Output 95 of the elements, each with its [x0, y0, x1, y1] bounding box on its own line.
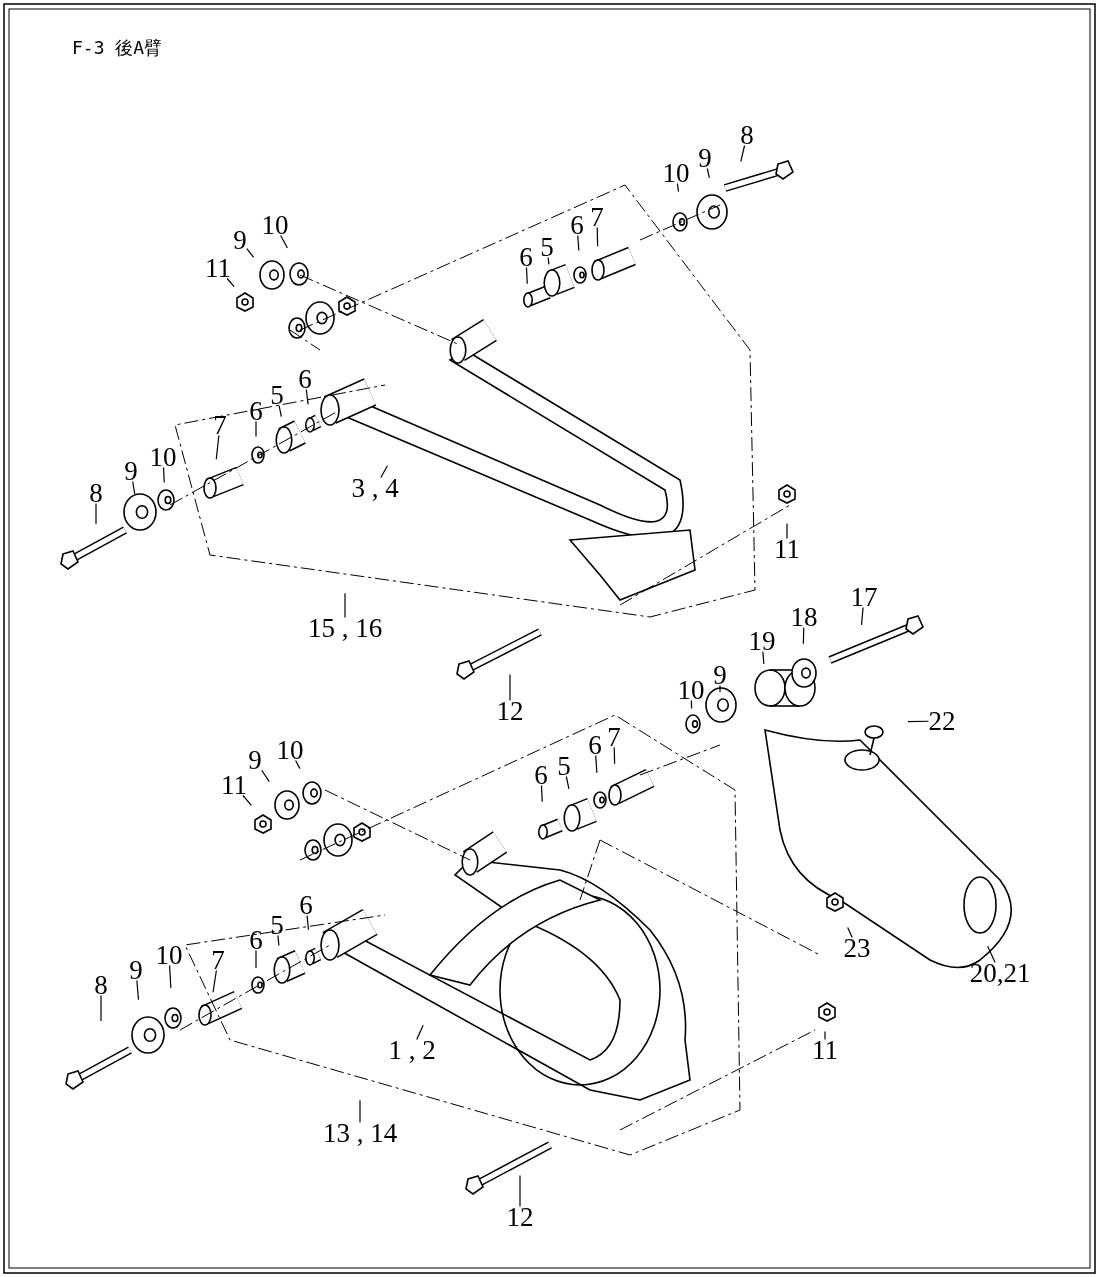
leader-line	[706, 167, 710, 179]
callout-number: 12	[496, 697, 524, 725]
callout-number: 6	[298, 365, 312, 393]
page-title: F-3 後A臂	[72, 36, 163, 60]
leader-line	[277, 934, 280, 947]
leader-line	[246, 248, 255, 258]
leader-line	[416, 1024, 424, 1041]
callout-number: 7	[213, 411, 227, 439]
callout-number: 6	[588, 731, 602, 759]
leader-line	[278, 404, 282, 418]
callout-number: 11	[774, 535, 800, 563]
leader-line	[306, 914, 310, 931]
leader-line	[525, 266, 528, 285]
callout-number: 6	[299, 891, 313, 919]
callout-number: 10	[276, 736, 304, 764]
leader-line	[255, 420, 257, 438]
callout-number: 13 , 14	[322, 1119, 398, 1147]
callout-number: 8	[94, 971, 108, 999]
callout-number: 19	[748, 627, 776, 655]
leader-line	[860, 606, 864, 626]
callout-number: 10	[662, 159, 690, 187]
callout-number: 20,21	[969, 959, 1031, 987]
callout-number: 8	[89, 479, 103, 507]
callout-number: 10	[677, 676, 705, 704]
callout-number: 7	[607, 723, 621, 751]
leader-line	[595, 754, 598, 774]
leader-line	[907, 720, 930, 723]
callout-number: 9	[233, 226, 247, 254]
leader-line	[215, 434, 220, 460]
leader-line	[802, 626, 805, 645]
callout-number: 6	[249, 926, 263, 954]
callout-number: 5	[557, 752, 571, 780]
callout-number: 5	[270, 381, 284, 409]
leader-line	[847, 926, 853, 939]
leader-line	[540, 784, 543, 803]
callout-number: 7	[590, 203, 604, 231]
leader-line	[255, 949, 257, 969]
leader-line	[565, 775, 570, 790]
leader-line	[690, 699, 693, 710]
callout-number: 11	[812, 1036, 838, 1064]
callout-number: 9	[713, 661, 727, 689]
leader-line	[100, 994, 102, 1022]
leader-line	[261, 769, 270, 783]
callout-number: 12	[506, 1203, 534, 1231]
leader-line	[547, 256, 550, 265]
leader-line	[359, 1099, 361, 1124]
callout-number: 9	[698, 144, 712, 172]
leader-line	[380, 465, 388, 479]
callout-number: 11	[205, 254, 231, 282]
leader-line	[295, 759, 301, 770]
callout-number: 10	[149, 443, 177, 471]
callout-number: 10	[155, 941, 183, 969]
leader-line	[95, 502, 97, 525]
leader-line	[676, 182, 680, 193]
leader-line	[824, 1030, 826, 1041]
callout-number: 5	[540, 233, 554, 261]
leader-line	[987, 945, 996, 964]
callout-number: 1 , 2	[388, 1036, 436, 1064]
leader-line	[280, 234, 288, 249]
callout-number: 15 , 16	[307, 614, 383, 642]
callout-number: 6	[534, 761, 548, 789]
callout-number: 8	[740, 121, 754, 149]
callout-number: 22	[928, 707, 956, 735]
callout-number: 5	[270, 911, 284, 939]
leader-line	[242, 794, 252, 807]
callout-number: 23	[843, 934, 871, 962]
callout-number: 3 , 4	[351, 474, 399, 502]
leader-line	[132, 480, 136, 495]
callout-number: 9	[129, 956, 143, 984]
callout-number: 6	[570, 211, 584, 239]
leader-line	[226, 277, 235, 288]
callout-number: 10	[261, 211, 289, 239]
callout-number: 6	[519, 243, 533, 271]
leader-line	[305, 388, 309, 406]
callout-number: 7	[211, 946, 225, 974]
leader-line	[596, 226, 599, 247]
callout-number: 9	[124, 457, 138, 485]
leader-line	[762, 650, 765, 665]
leader-line	[786, 523, 788, 540]
leader-line	[136, 979, 140, 1001]
callout-number: 11	[221, 771, 247, 799]
leader-line	[519, 1174, 521, 1208]
leader-line	[719, 684, 721, 693]
leader-line	[344, 592, 346, 619]
callout-number: 9	[248, 746, 262, 774]
leader-line	[577, 234, 580, 251]
leader-line	[613, 746, 616, 765]
callout-number: 18	[790, 603, 818, 631]
leader-line	[212, 969, 217, 993]
leader-line	[169, 964, 172, 989]
callout-number: 17	[850, 583, 878, 611]
leader-line	[740, 144, 746, 163]
leader-line	[509, 673, 511, 702]
callout-number: 6	[249, 397, 263, 425]
leader-line	[162, 466, 165, 484]
